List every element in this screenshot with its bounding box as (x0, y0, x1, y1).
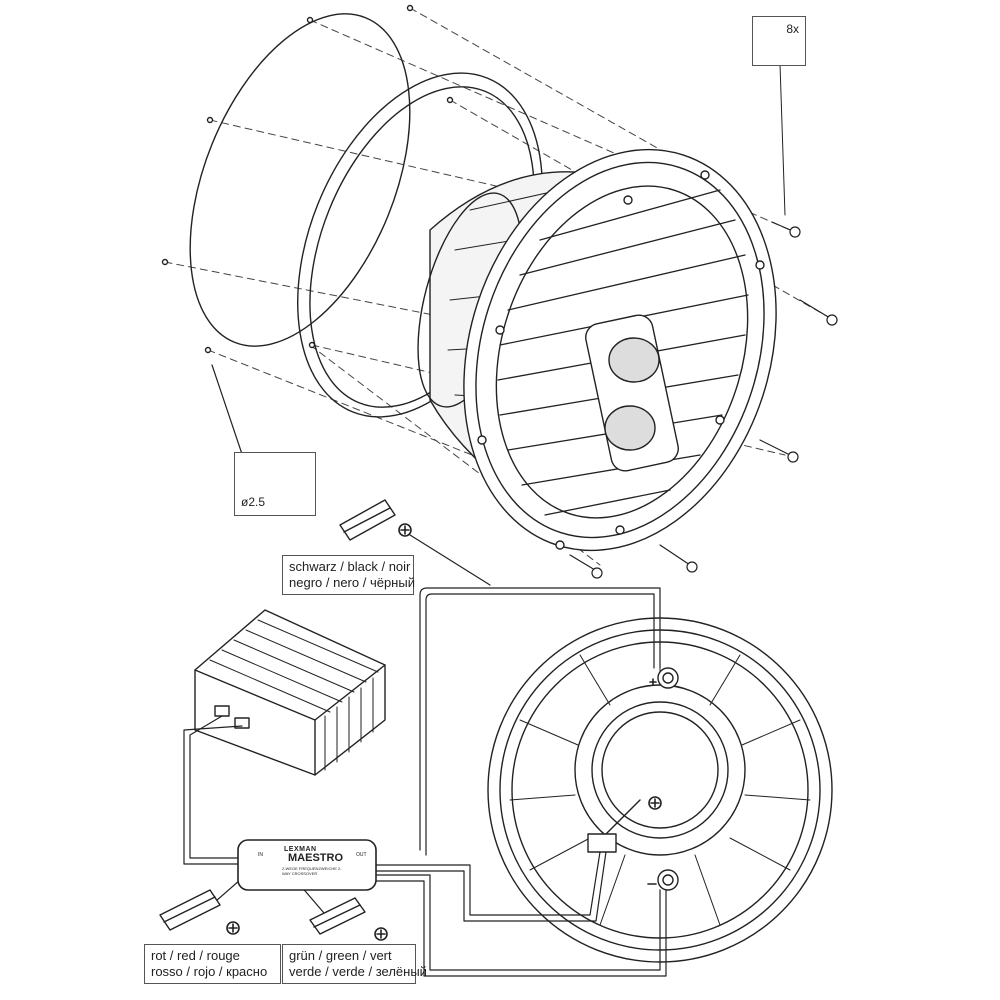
wire-label-black-line1: schwarz / black / noir (289, 559, 411, 574)
crossover-out-label: OUT (356, 852, 367, 858)
crossover-brand-large: MAESTRO (288, 852, 343, 864)
cover-screw-holes (161, 4, 454, 354)
wire-label-green-line2: verde / verde / зелёный (289, 964, 427, 979)
plus-icon (226, 523, 662, 941)
crossover-box (237, 839, 377, 891)
wire-label-red-line2: rosso / rojo / красно (151, 964, 268, 979)
baffle-screw-holes (477, 170, 765, 550)
wire-label-green: grün / green / vert verde / verde / зелё… (282, 944, 427, 984)
wire-end-red (159, 889, 221, 931)
screw-quantity-box: 8x (752, 16, 806, 66)
wire-label-green-line1: grün / green / vert (289, 948, 392, 963)
wire-label-black-line2: negro / nero / чёрный (289, 575, 415, 590)
crossover-in-label: IN (258, 852, 263, 858)
drill-size: ø2.5 (241, 495, 266, 509)
wire-end-green (309, 897, 366, 935)
screw-count: 8x (786, 22, 799, 36)
speaker-rear-view (487, 617, 833, 963)
crossover-brand-small: LEXMAN (284, 846, 317, 853)
wire-end-black (339, 499, 396, 541)
wire-label-red-line1: rot / red / rouge (151, 948, 240, 963)
amplifier-heatsink (194, 609, 386, 776)
crossover-subtitle: 2-WEGE FREQUENZWEICHE 2-WAY CROSSOVER (282, 866, 342, 876)
mounting-screws (569, 63, 838, 579)
front-cover-ring (189, 13, 411, 347)
wire-label-black: schwarz / black / noir negro / nero / чё… (282, 555, 415, 595)
wire-label-red: rot / red / rouge rosso / rojo / красно (144, 944, 281, 984)
drill-size-box: ø2.5 (234, 452, 316, 516)
tweeter-plate (585, 314, 679, 472)
